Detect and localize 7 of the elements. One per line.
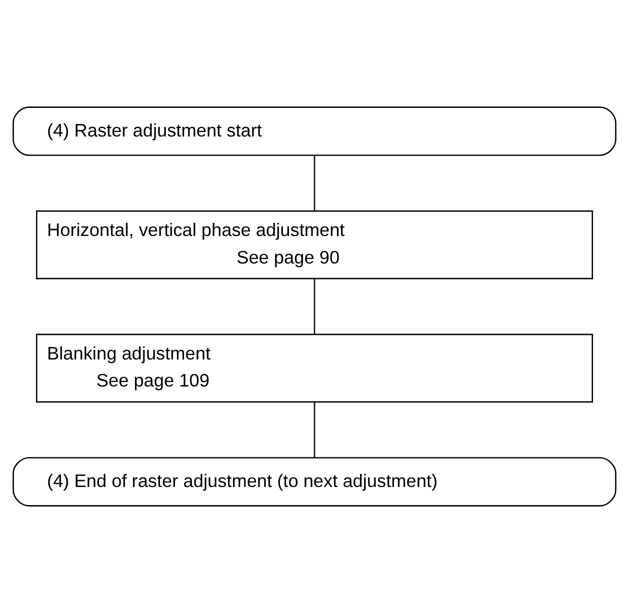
node-box: (4) Raster adjustment start [12,106,616,156]
node-box: (4) End of raster adjustment (to next adjustment) [12,456,616,506]
connector [314,278,316,334]
connector [314,155,316,210]
node-box: Horizontal, vertical phase adjustment See page 90 [36,210,593,279]
connector [314,402,316,457]
node-box: Blanking adjustment See page 109 [36,333,593,402]
